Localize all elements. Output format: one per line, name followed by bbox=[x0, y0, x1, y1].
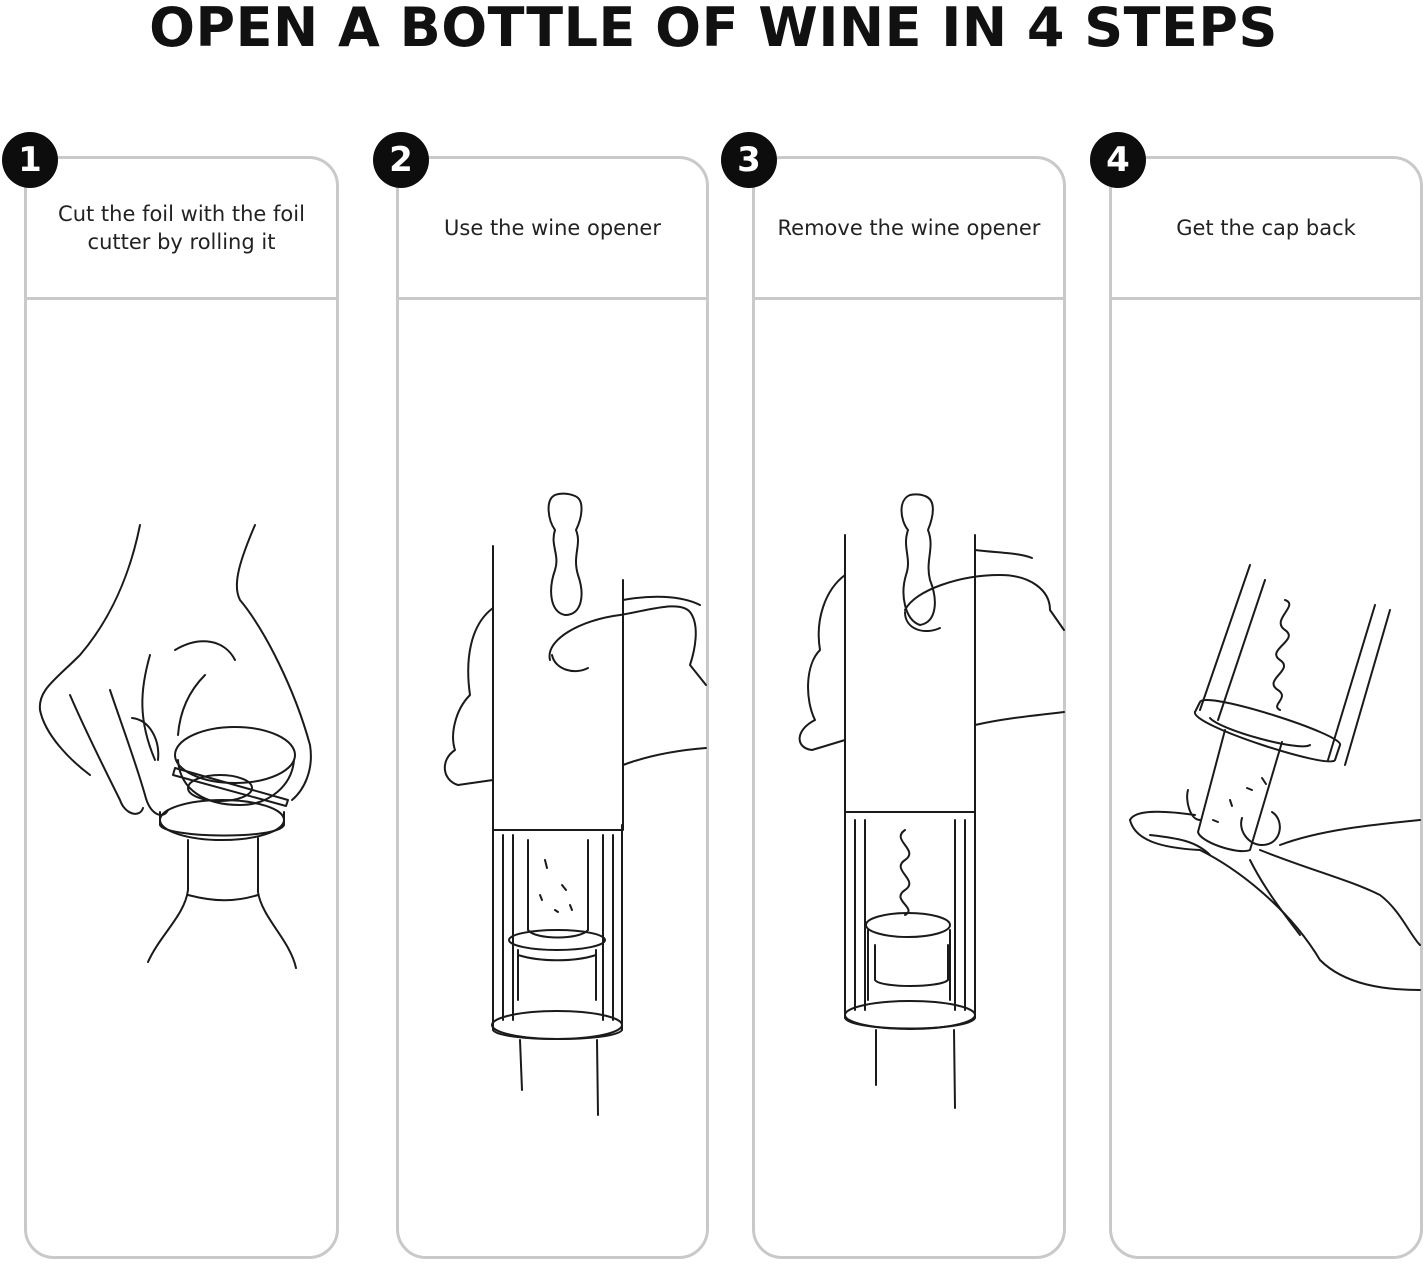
step-1-badge: 1 bbox=[2, 132, 58, 188]
step-3-caption-area: Remove the wine opener bbox=[755, 159, 1063, 300]
step-4-caption: Get the cap back bbox=[1176, 216, 1356, 240]
step-3-badge: 3 bbox=[721, 132, 777, 188]
step-4-caption-area: Get the cap back bbox=[1112, 159, 1420, 300]
step-4-panel: Get the cap back bbox=[1109, 156, 1423, 1259]
step-2-panel: Use the wine opener bbox=[396, 156, 709, 1259]
step-2-badge: 2 bbox=[373, 132, 429, 188]
step-1-caption-area: Cut the foil with the foil cutter by rol… bbox=[27, 159, 336, 300]
step-2-caption: Use the wine opener bbox=[444, 216, 661, 240]
step-1-caption: Cut the foil with the foil cutter by rol… bbox=[58, 202, 305, 254]
step-1-panel: Cut the foil with the foil cutter by rol… bbox=[24, 156, 339, 1259]
step-4-badge: 4 bbox=[1090, 132, 1146, 188]
step-3-panel: Remove the wine opener bbox=[752, 156, 1066, 1259]
step-2-caption-area: Use the wine opener bbox=[399, 159, 706, 300]
step-3-caption: Remove the wine opener bbox=[777, 216, 1041, 240]
page-title: OPEN A BOTTLE OF WINE IN 4 STEPS bbox=[149, 0, 1278, 59]
